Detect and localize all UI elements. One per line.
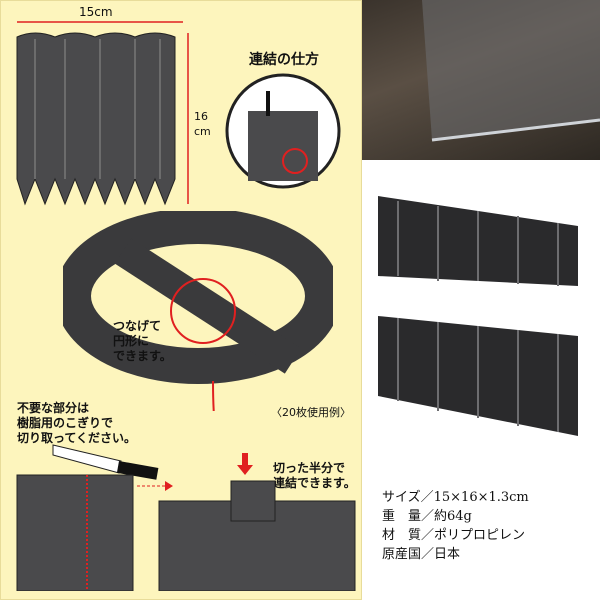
edging-piece-diagram: [16, 32, 176, 206]
spec-origin: 原産国／日本: [382, 547, 461, 562]
joined-pieces-diagram: [158, 480, 356, 591]
connect-title: 連結の仕方: [249, 52, 319, 68]
circle-note: つなげて 円形に できます。: [113, 319, 172, 363]
cut-note: 不要な部分は 樹脂用のこぎりで 切り取ってください。: [17, 401, 137, 445]
instruction-panel: 15cm 16 cm 連結の仕方 つなげて 円形に できます。 〈20枚使用例〉…: [0, 0, 362, 600]
edging-in-soil-illustration: [422, 0, 600, 142]
width-label: 15cm: [79, 5, 113, 19]
spec-list: サイズ／15×16×1.3cm 重 量／約64g 材 質／ポリプロピレン 原産国…: [382, 488, 529, 564]
width-dimension-line: [17, 21, 183, 23]
half-note: 切った半分で 連結できます。: [273, 461, 356, 490]
product-stack-photo: [378, 196, 578, 436]
product-installed-photo: [362, 0, 600, 160]
saw-icon: [52, 444, 159, 480]
height-label: 16 cm: [194, 110, 211, 138]
down-arrow-red-icon: [237, 453, 253, 475]
spec-size: サイズ／15×16×1.3cm: [382, 490, 529, 505]
cut-piece-diagram: [16, 474, 134, 591]
ring-example-diagram: [63, 211, 333, 411]
arrow-right-icon: [137, 481, 173, 491]
connection-detail-circle: [225, 73, 341, 189]
example-note: 〈20枚使用例〉: [271, 406, 351, 419]
height-dimension-line: [187, 33, 189, 204]
spec-material: 材 質／ポリプロピレン: [382, 528, 526, 543]
spec-weight: 重 量／約64g: [382, 509, 472, 524]
